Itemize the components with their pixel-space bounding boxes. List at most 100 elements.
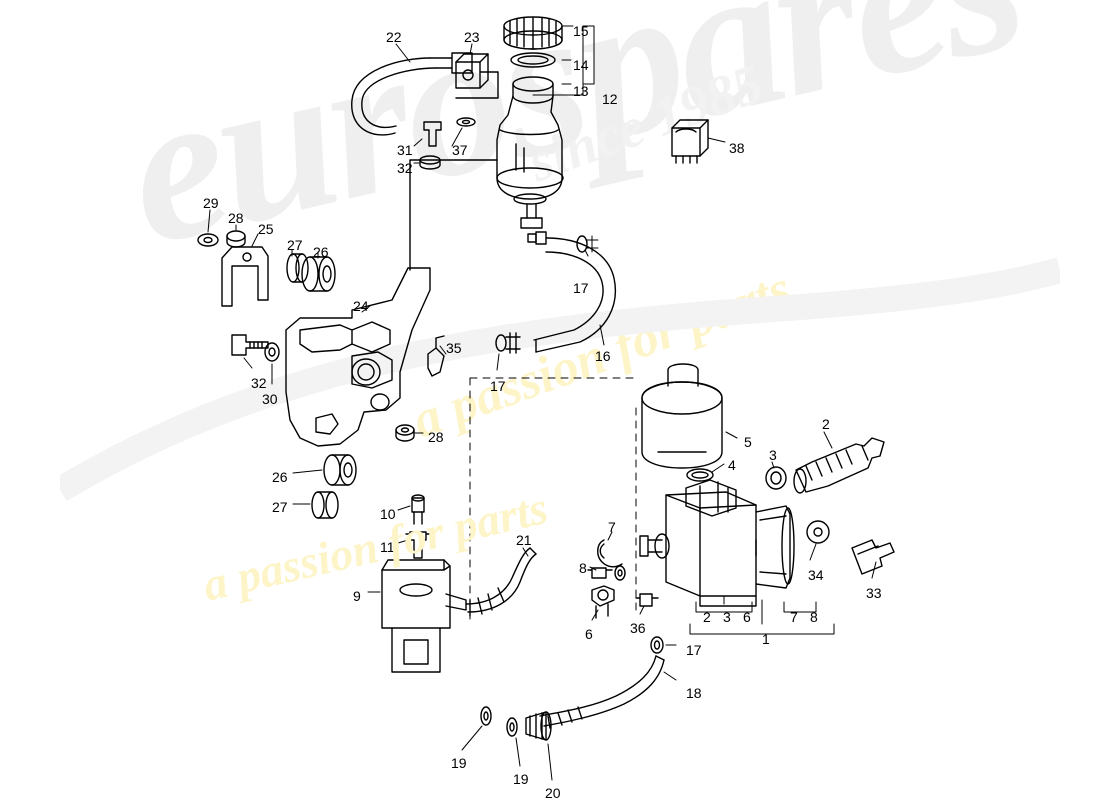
- callout-38: 38: [729, 140, 745, 156]
- part-15-cap: [503, 16, 563, 50]
- part-24-main-bracket: [285, 267, 431, 447]
- callout-24: 24: [353, 298, 369, 314]
- callout-19-a: 19: [451, 755, 467, 771]
- callout-26-lower: 26: [272, 469, 288, 485]
- part-34-washer: [806, 520, 830, 544]
- part-30-washer: [264, 342, 280, 362]
- callout-32-top: 32: [397, 160, 413, 176]
- part-38-relay: [671, 119, 709, 164]
- part-26-bushing-lower: [323, 454, 357, 486]
- callout-11: 11: [380, 539, 395, 555]
- callout-36: 36: [630, 620, 646, 636]
- callout-15: 15: [573, 23, 589, 39]
- callout-29: 29: [203, 195, 219, 211]
- part-27-bushing-upper: [286, 253, 309, 283]
- callout-34: 34: [808, 567, 824, 583]
- group-label-3: 3: [723, 609, 731, 625]
- part-20-fitting: [525, 711, 552, 741]
- callout-17-bottom: 17: [686, 642, 702, 658]
- part-1-pump-assembly: [639, 479, 795, 607]
- callout-9: 9: [353, 588, 361, 604]
- part-28-nut-left: [226, 230, 246, 248]
- part-31-bolt: [423, 121, 442, 147]
- callout-3: 3: [769, 447, 777, 463]
- part-33-bolt: [851, 539, 895, 575]
- callout-17-upper: 17: [573, 280, 589, 296]
- part-32-bolt-left: [231, 334, 269, 356]
- callout-37: 37: [452, 142, 468, 158]
- part-19-washer-b: [506, 717, 518, 737]
- part-2-pressure-switch: [793, 437, 885, 494]
- part-28-nut-mid: [395, 424, 415, 442]
- part-17-ferrule-upper: [576, 235, 588, 253]
- part-12-reservoir-tank: [496, 95, 564, 229]
- part-27-bushing-lower: [311, 491, 339, 519]
- callout-20: 20: [545, 785, 561, 800]
- callout-2: 2: [822, 416, 830, 432]
- part-17-ferrule-bottom: [650, 636, 664, 654]
- callout-14: 14: [573, 57, 589, 73]
- group-label-6: 6: [743, 609, 751, 625]
- callout-12: 12: [602, 91, 618, 107]
- part-18-hose: [539, 655, 665, 729]
- callout-4: 4: [728, 457, 736, 473]
- callout-6: 6: [585, 626, 593, 642]
- part-37-washer: [456, 117, 476, 127]
- callout-10: 10: [380, 506, 396, 522]
- part-6-banjo: [591, 585, 615, 619]
- group-label-8: 8: [810, 609, 818, 625]
- part-16-hose: [533, 237, 616, 353]
- part-23-connector: [455, 53, 499, 99]
- part-10-fitting: [411, 494, 425, 525]
- callout-13: 13: [573, 83, 589, 99]
- part-11-valve: [405, 531, 431, 559]
- callout-28-left: 28: [228, 210, 244, 226]
- group-label-2: 2: [703, 609, 711, 625]
- callout-19-b: 19: [513, 771, 529, 787]
- part-3-oring: [765, 466, 787, 490]
- callout-32-left: 32: [251, 375, 267, 391]
- callout-17-left: 17: [490, 378, 506, 394]
- callout-25: 25: [258, 221, 274, 237]
- part-32-nut-top: [419, 155, 441, 170]
- callout-33: 33: [866, 585, 882, 601]
- callout-23: 23: [464, 29, 480, 45]
- callout-7: 7: [608, 519, 616, 535]
- callout-30: 30: [262, 391, 278, 407]
- part-36-clip: [635, 593, 659, 607]
- part-19-washer-a: [480, 706, 492, 726]
- part-26-bushing-upper: [301, 256, 336, 292]
- callout-5: 5: [744, 434, 752, 450]
- part-22-hose: [351, 52, 473, 136]
- group-label-1: 1: [762, 631, 770, 647]
- part-29-washer: [197, 233, 219, 247]
- part-13-filler-neck: [512, 76, 554, 104]
- callout-18: 18: [686, 685, 702, 701]
- tank-bracket-line: [409, 159, 498, 271]
- part-9-valve-block: [381, 559, 467, 673]
- part-8-fitting: [587, 565, 626, 581]
- callout-21: 21: [516, 532, 532, 548]
- part-4-oring: [686, 468, 714, 482]
- part-21-hose: [465, 547, 537, 617]
- callout-16: 16: [595, 348, 611, 364]
- callout-27-upper: 27: [287, 237, 303, 253]
- bracket-12: [582, 25, 595, 85]
- callout-35: 35: [446, 340, 462, 356]
- group-label-7: 7: [790, 609, 798, 625]
- part-17-connector-left: [495, 332, 521, 354]
- callout-27-lower: 27: [272, 499, 288, 515]
- callout-31: 31: [397, 142, 413, 158]
- callout-8: 8: [579, 560, 587, 576]
- part-17-connector-upper: [527, 231, 547, 245]
- part-35-clip: [427, 335, 445, 377]
- part-7-spring: [597, 539, 623, 568]
- callout-28-mid: 28: [428, 429, 444, 445]
- group-brackets: [689, 601, 835, 635]
- part-5-pressure-reservoir: [641, 363, 723, 469]
- callout-26-upper: 26: [313, 244, 329, 260]
- part-14-seal: [510, 52, 556, 68]
- part-25-bracket: [221, 246, 269, 307]
